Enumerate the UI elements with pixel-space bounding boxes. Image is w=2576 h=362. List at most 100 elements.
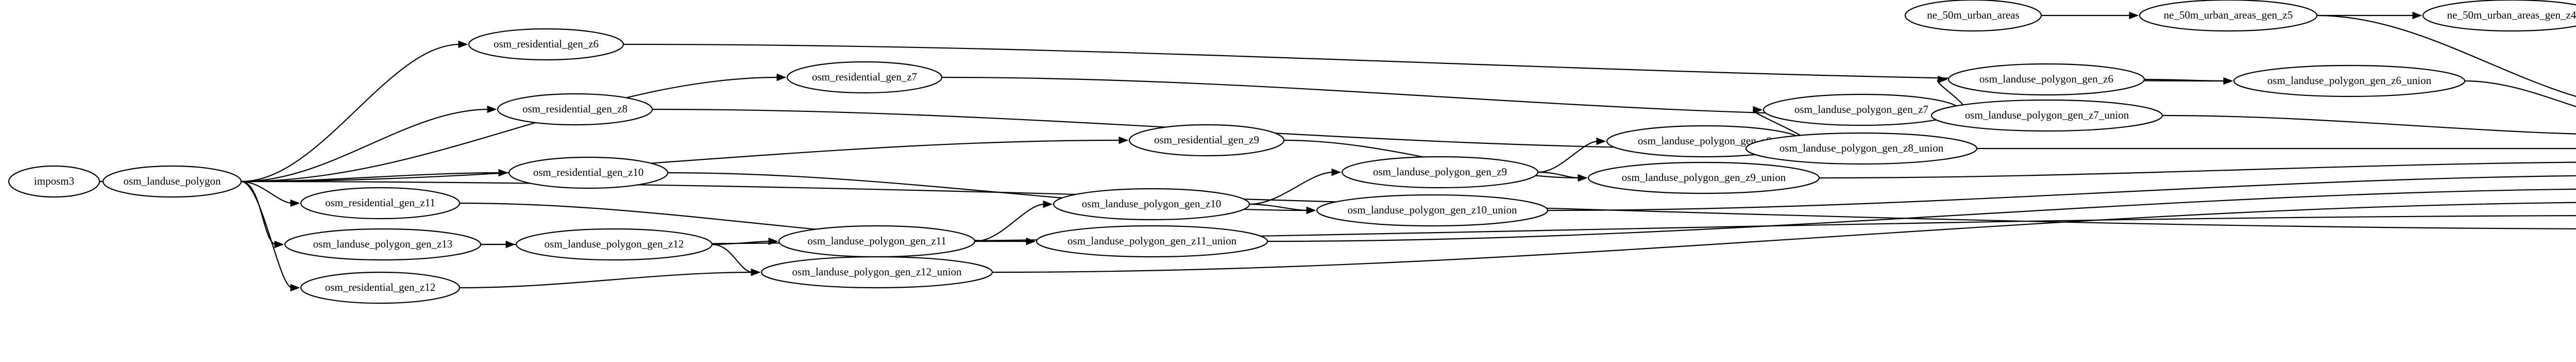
node-ne_50m_urban_areas_gen_z5[interactable]: ne_50m_urban_areas_gen_z5 bbox=[2139, 0, 2318, 32]
node-label-osm_landuse_polygon_gen_z12: osm_landuse_polygon_gen_z12 bbox=[545, 238, 684, 250]
edge-arrowhead bbox=[458, 40, 468, 48]
edge-arrowhead bbox=[1331, 168, 1342, 176]
node-osm_residential_gen_z8[interactable]: osm_residential_gen_z8 bbox=[497, 93, 653, 126]
node-label-osm_landuse_polygon_gen_z9: osm_landuse_polygon_gen_z9 bbox=[1373, 166, 1507, 178]
node-shape-osm_landuse_polygon_gen_z9_union bbox=[1587, 161, 1820, 194]
node-shape-osm_landuse_polygon_gen_z13 bbox=[284, 228, 482, 261]
node-label-osm_landuse_polygon_gen_z11: osm_landuse_polygon_gen_z11 bbox=[807, 235, 946, 247]
node-label-osm_landuse_polygon_gen_z13: osm_landuse_polygon_gen_z13 bbox=[313, 238, 453, 250]
edge-arrowhead bbox=[768, 237, 778, 245]
edge-arrowhead bbox=[290, 284, 300, 292]
node-shape-osm_landuse_polygon_gen_z12_union bbox=[760, 256, 993, 289]
node-label-osm_landuse_polygon_gen_z7_union: osm_landuse_polygon_gen_z7_union bbox=[1965, 109, 2129, 121]
node-shape-osm_landuse_polygon_gen_z12 bbox=[515, 228, 713, 261]
node-label-imposm3: imposm3 bbox=[34, 175, 74, 187]
node-shape-osm_residential_gen_z12 bbox=[300, 271, 461, 304]
node-shape-osm_residential_gen_z10 bbox=[508, 156, 669, 189]
node-shape-osm_landuse_polygon_gen_z6_union bbox=[2233, 64, 2466, 97]
node-shape-osm_residential_gen_z6 bbox=[468, 28, 624, 61]
node-osm_residential_gen_z6[interactable]: osm_residential_gen_z6 bbox=[468, 28, 624, 61]
node-shape-ne_50m_urban_areas bbox=[1904, 0, 2042, 32]
node-shape-osm_landuse_polygon_gen_z6 bbox=[1947, 63, 2145, 96]
edge-osm_landuse_polygon_gen_z12_union-to-layer_landuse-z12 bbox=[992, 202, 2576, 273]
node-osm_landuse_polygon_gen_z6[interactable]: osm_landuse_polygon_gen_z6 bbox=[1947, 63, 2145, 96]
node-label-osm_landuse_polygon_gen_z9_union: osm_landuse_polygon_gen_z9_union bbox=[1622, 171, 1786, 184]
node-label-osm_residential_gen_z9: osm_residential_gen_z9 bbox=[1154, 134, 1259, 146]
node-osm_landuse_polygon_gen_z8_union[interactable]: osm_landuse_polygon_gen_z8_union bbox=[1745, 132, 1978, 165]
edge-arrowhead bbox=[1578, 174, 1588, 182]
node-osm_landuse_polygon_gen_z11_union[interactable]: osm_landuse_polygon_gen_z11_union bbox=[1036, 225, 1268, 258]
node-label-osm_landuse_polygon_gen_z10_union: osm_landuse_polygon_gen_z10_union bbox=[1348, 204, 1517, 216]
edge-arrowhead bbox=[487, 105, 497, 113]
node-osm_landuse_polygon_gen_z9[interactable]: osm_landuse_polygon_gen_z9 bbox=[1341, 156, 1539, 189]
node-osm_landuse_polygon_gen_z9_union[interactable]: osm_landuse_polygon_gen_z9_union bbox=[1587, 161, 1820, 194]
node-shape-osm_landuse_polygon_gen_z11_union bbox=[1036, 225, 1268, 258]
node-label-osm_landuse_polygon_gen_z11_union: osm_landuse_polygon_gen_z11_union bbox=[1067, 235, 1237, 247]
edge-osm_landuse_polygon_gen_z10-to-osm_landuse_polygon_gen_z9 bbox=[1249, 171, 1334, 205]
node-shape-osm_landuse_polygon_gen_z10_union bbox=[1316, 194, 1549, 227]
edge-arrowhead bbox=[1118, 136, 1129, 144]
node-label-osm_landuse_polygon_gen_z6: osm_landuse_polygon_gen_z6 bbox=[1979, 73, 2113, 85]
edge-osm_landuse_polygon_gen_z9-to-osm_landuse_polygon_gen_z8 bbox=[1537, 140, 1599, 173]
node-label-osm_residential_gen_z12: osm_residential_gen_z12 bbox=[325, 281, 436, 293]
node-shape-osm_landuse_polygon bbox=[102, 165, 242, 198]
node-osm_landuse_polygon[interactable]: osm_landuse_polygon bbox=[102, 165, 242, 198]
node-osm_residential_gen_z7[interactable]: osm_residential_gen_z7 bbox=[786, 61, 943, 94]
edge-arrowhead bbox=[2412, 11, 2422, 20]
edge-osm_landuse_polygon_gen_z7_union-to-layer_landuse-z7 bbox=[2162, 114, 2576, 135]
node-ne_50m_urban_areas_gen_z4[interactable]: ne_50m_urban_areas_gen_z4 bbox=[2422, 0, 2576, 32]
edge-arrowhead bbox=[1596, 137, 1606, 145]
edge-arrowhead bbox=[1306, 206, 1316, 215]
edge-arrowhead bbox=[290, 199, 300, 207]
node-label-osm_residential_gen_z10: osm_residential_gen_z10 bbox=[533, 166, 644, 178]
node-shape-osm_landuse_polygon_gen_z8_union bbox=[1745, 132, 1978, 165]
node-ne_50m_urban_areas[interactable]: ne_50m_urban_areas bbox=[1904, 0, 2042, 32]
node-imposm3[interactable]: imposm3 bbox=[8, 165, 100, 198]
node-osm_landuse_polygon_gen_z12_union[interactable]: osm_landuse_polygon_gen_z12_union bbox=[760, 256, 993, 289]
node-shape-osm_residential_gen_z7 bbox=[786, 61, 943, 94]
node-osm_landuse_polygon_gen_z6_union[interactable]: osm_landuse_polygon_gen_z6_union bbox=[2233, 64, 2466, 97]
node-label-osm_landuse_polygon_gen_z7: osm_landuse_polygon_gen_z7 bbox=[1794, 103, 1928, 116]
edge-arrowhead bbox=[274, 240, 284, 249]
node-shape-osm_residential_gen_z9 bbox=[1128, 124, 1285, 157]
node-shape-osm_residential_gen_z8 bbox=[497, 93, 653, 126]
node-osm_landuse_polygon_gen_z10[interactable]: osm_landuse_polygon_gen_z10 bbox=[1053, 188, 1250, 221]
node-label-ne_50m_urban_areas_gen_z4: ne_50m_urban_areas_gen_z4 bbox=[2447, 9, 2576, 21]
node-osm_residential_gen_z9[interactable]: osm_residential_gen_z9 bbox=[1128, 124, 1285, 157]
edge-osm_landuse_polygon-to-osm_residential_gen_z12 bbox=[241, 180, 293, 289]
node-osm_landuse_polygon_gen_z10_union[interactable]: osm_landuse_polygon_gen_z10_union bbox=[1316, 194, 1549, 227]
node-label-osm_landuse_polygon: osm_landuse_polygon bbox=[124, 175, 221, 187]
edge-arrowhead bbox=[1043, 200, 1053, 208]
edge-arrowhead bbox=[776, 73, 787, 81]
node-label-osm_landuse_polygon_gen_z8_union: osm_landuse_polygon_gen_z8_union bbox=[1780, 142, 1944, 154]
edge-osm_landuse_polygon_gen_z11_union-to-layer_landuse-z11 bbox=[1267, 188, 2576, 242]
edge-arrowhead bbox=[1753, 106, 1763, 114]
node-osm_residential_gen_z12[interactable]: osm_residential_gen_z12 bbox=[300, 271, 461, 304]
node-label-osm_landuse_polygon_gen_z10: osm_landuse_polygon_gen_z10 bbox=[1082, 198, 1222, 210]
edge-osm_landuse_polygon-to-osm_residential_gen_z6 bbox=[241, 43, 461, 183]
node-shape-osm_landuse_polygon_gen_z7_union bbox=[1930, 99, 2163, 132]
edge-arrowhead bbox=[1026, 237, 1036, 245]
node-label-osm_residential_gen_z11: osm_residential_gen_z11 bbox=[325, 196, 435, 209]
node-osm_landuse_polygon_gen_z7_union[interactable]: osm_landuse_polygon_gen_z7_union bbox=[1930, 99, 2163, 132]
node-shape-osm_landuse_polygon_gen_z10 bbox=[1053, 188, 1250, 221]
node-shape-ne_50m_urban_areas_gen_z5 bbox=[2139, 0, 2318, 32]
node-label-osm_residential_gen_z8: osm_residential_gen_z8 bbox=[522, 103, 628, 115]
node-osm_landuse_polygon_gen_z13[interactable]: osm_landuse_polygon_gen_z13 bbox=[284, 228, 482, 261]
node-osm_residential_gen_z10[interactable]: osm_residential_gen_z10 bbox=[508, 156, 669, 189]
node-label-osm_landuse_polygon_gen_z6_union: osm_landuse_polygon_gen_z6_union bbox=[2267, 74, 2432, 87]
edge-arrowhead bbox=[2223, 77, 2233, 85]
node-label-ne_50m_urban_areas_gen_z5: ne_50m_urban_areas_gen_z5 bbox=[2164, 9, 2293, 21]
node-shape-ne_50m_urban_areas_gen_z4 bbox=[2422, 0, 2576, 32]
node-label-ne_50m_urban_areas: ne_50m_urban_areas bbox=[1927, 9, 2020, 21]
node-osm_residential_gen_z11[interactable]: osm_residential_gen_z11 bbox=[300, 187, 461, 220]
edge-arrowhead bbox=[498, 169, 509, 177]
edge-osm_residential_gen_z12-to-osm_landuse_polygon_gen_z12_union bbox=[459, 271, 753, 289]
edge-osm_landuse_polygon_gen_z10_union-to-layer_landuse-z10 bbox=[1547, 175, 2576, 211]
node-osm_landuse_polygon_gen_z7[interactable]: osm_landuse_polygon_gen_z7 bbox=[1762, 93, 1960, 126]
edge-osm_landuse_polygon-to-osm_residential_gen_z11 bbox=[241, 180, 293, 204]
node-osm_landuse_polygon_gen_z12[interactable]: osm_landuse_polygon_gen_z12 bbox=[515, 228, 713, 261]
node-osm_landuse_polygon_gen_z11[interactable]: osm_landuse_polygon_gen_z11 bbox=[778, 225, 976, 258]
